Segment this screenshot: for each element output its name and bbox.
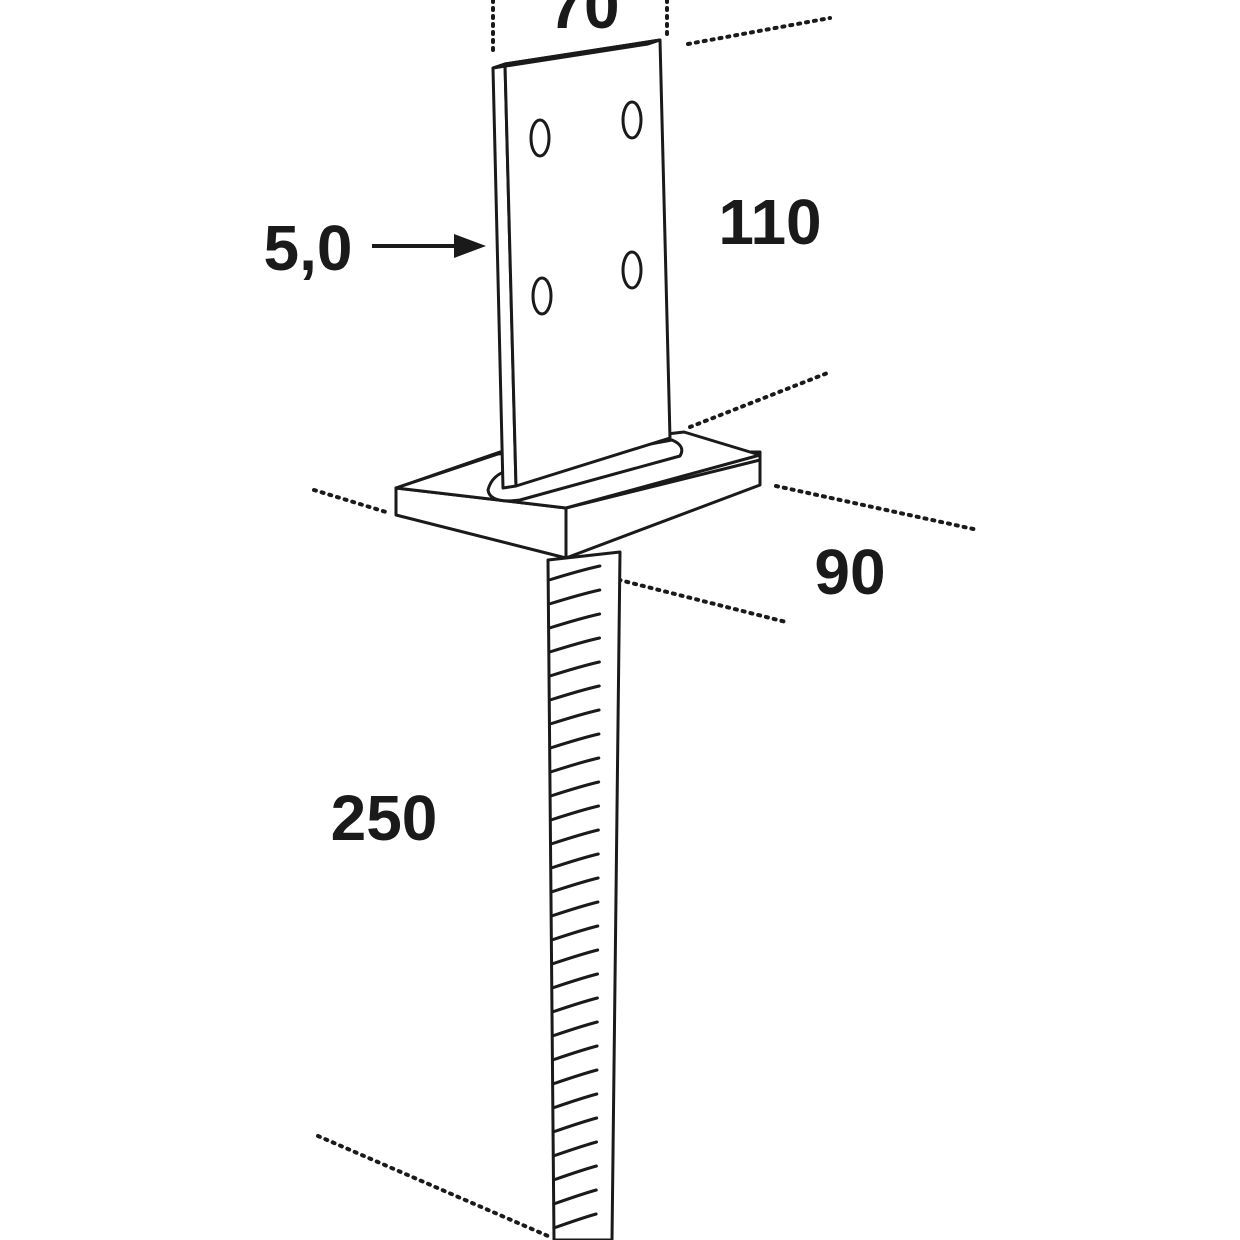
base-plate-right — [564, 458, 762, 560]
spike-rib — [548, 684, 601, 702]
hole-top-left — [529, 118, 551, 158]
spike-tip-guide — [316, 1134, 550, 1238]
spike-rib — [552, 1212, 598, 1230]
hole-bottom-right — [621, 250, 643, 290]
plate-top-edge — [491, 38, 662, 70]
base-right-guide — [774, 484, 980, 532]
spike-rib — [547, 588, 602, 606]
spike-rib — [550, 924, 600, 942]
plate-bottom-guide — [688, 370, 832, 429]
dimension-guides — [312, 0, 980, 1238]
spike-rib — [547, 612, 602, 630]
top-guide — [686, 16, 832, 46]
spike-rib — [550, 1020, 599, 1038]
thickness-label: 5,0 — [264, 212, 353, 284]
spike-rib — [549, 852, 600, 870]
base-front-guide — [570, 566, 788, 624]
spike-rib — [550, 996, 599, 1014]
ground-spike — [546, 550, 622, 1240]
spike-rib — [549, 804, 601, 822]
hole-top-right — [621, 100, 643, 140]
spike-rib — [551, 1044, 599, 1062]
spike-rib — [551, 1068, 599, 1086]
spike-rib — [549, 756, 601, 774]
base-left-guide — [312, 488, 388, 514]
spike-rib — [550, 948, 600, 966]
spike-ribs — [547, 564, 602, 1230]
spike-rib — [551, 1116, 599, 1134]
spike-length-label: 250 — [331, 782, 438, 854]
spike-shaft — [546, 550, 622, 1240]
spike-rib — [550, 972, 600, 990]
plate-face — [503, 38, 672, 488]
spike-rib — [547, 564, 602, 582]
spike-rib — [551, 1140, 599, 1158]
arrow-head — [454, 234, 486, 258]
base-plate — [394, 430, 762, 560]
spike-rib — [549, 876, 600, 894]
spike-rib — [552, 1188, 598, 1206]
spike-rib — [548, 660, 601, 678]
spike-rib — [550, 900, 600, 918]
base-depth-label: 90 — [814, 536, 885, 608]
spike-rib — [548, 732, 601, 750]
height-label: 110 — [718, 186, 821, 258]
spike-rib — [551, 1092, 599, 1110]
spike-rib — [548, 636, 602, 654]
spike-rib — [549, 828, 600, 846]
thickness-arrow — [372, 234, 486, 258]
spike-rib — [548, 708, 601, 726]
width-label: 70 — [548, 0, 619, 42]
spike-rib — [552, 1164, 598, 1182]
weld-seam — [486, 438, 684, 503]
spike-rib — [549, 780, 601, 798]
hole-bottom-left — [531, 276, 553, 316]
vertical-plate — [491, 38, 672, 490]
